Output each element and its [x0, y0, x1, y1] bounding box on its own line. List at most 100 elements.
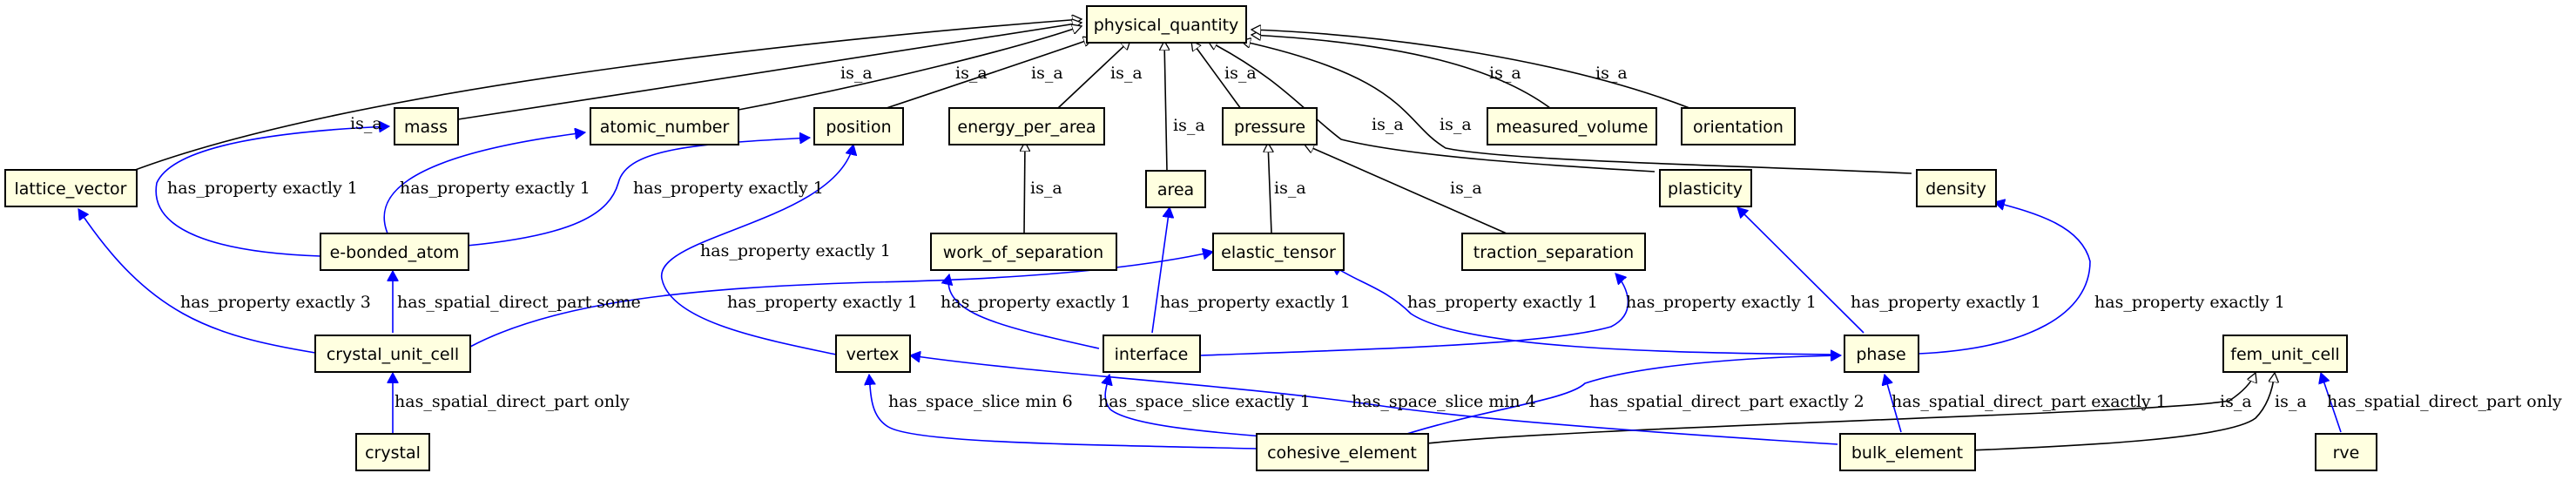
label-phase-density: has_property exactly 1: [2094, 293, 2285, 312]
node-label: measured_volume: [1496, 118, 1649, 137]
node-label: cohesive_element: [1267, 443, 1417, 463]
edge-phase-elastic: [1332, 264, 1838, 355]
edge-mass-isa: [457, 23, 1082, 120]
node-vertex[interactable]: vertex: [835, 335, 911, 373]
node-label: fem_unit_cell: [2230, 345, 2339, 364]
edge-atomic-number-isa: [738, 26, 1082, 111]
node-mass[interactable]: mass: [394, 107, 459, 145]
edge-phase-plasticity: [1737, 207, 1865, 334]
edge-elastic-tensor-isa: [1268, 143, 1271, 234]
label-cohesive-fem-isa: is_a: [2220, 392, 2252, 411]
node-energy-per-area[interactable]: energy_per_area: [948, 107, 1105, 145]
label-elastic-isa: is_a: [1274, 179, 1306, 198]
node-label: pressure: [1234, 118, 1305, 137]
label-energy-isa: is_a: [1110, 64, 1143, 83]
node-label: physical_quantity: [1094, 16, 1239, 35]
label-orientation-isa: is_a: [1595, 64, 1628, 83]
label-density-isa: is_a: [1440, 115, 1472, 134]
edge-cohesive-phase: [1393, 355, 1841, 439]
label-cohesive-phase: has_spatial_direct_part exactly 2: [1589, 392, 1865, 411]
node-fem-unit-cell[interactable]: fem_unit_cell: [2222, 335, 2348, 373]
node-label: e-bonded_atom: [330, 243, 460, 262]
label-pressure-isa: is_a: [1224, 64, 1257, 83]
edge-bulk-fem-isa: [1945, 373, 2275, 452]
label-position-isa: is_a: [1031, 64, 1063, 83]
node-label: crystal: [365, 443, 421, 463]
label-cuc-elastic: has_property exactly 1: [727, 293, 918, 312]
nodes: physical_quantity lattice_vector mass at…: [4, 5, 2377, 471]
node-bulk-element[interactable]: bulk_element: [1839, 433, 1976, 471]
node-orientation[interactable]: orientation: [1681, 107, 1796, 145]
node-label: bulk_element: [1851, 443, 1963, 463]
node-label: crystal_unit_cell: [327, 345, 459, 364]
label-cuc-lattice: has_property exactly 3: [180, 293, 371, 312]
edge-work-of-separation-isa: [1024, 142, 1025, 234]
edge-energy-per-area-isa: [1057, 40, 1130, 109]
edge-labels: is_a is_a is_a is_a is_a is_a is_a is_a …: [167, 64, 2562, 411]
edge-interface-traction: [1200, 274, 1629, 356]
node-label: lattice_vector: [14, 179, 126, 199]
node-pressure[interactable]: pressure: [1222, 107, 1318, 145]
node-phase[interactable]: phase: [1844, 335, 1919, 373]
edge-phase-density: [1918, 202, 2091, 355]
node-elastic-tensor[interactable]: elastic_tensor: [1212, 233, 1345, 271]
label-bulk-fem-isa: is_a: [2275, 392, 2307, 411]
edge-density-isa: [1241, 41, 1912, 174]
edge-ebonded-mass: [155, 126, 389, 257]
label-interface-work: has_property exactly 1: [941, 293, 1131, 312]
label-vertex-position: has_property exactly 1: [700, 241, 891, 260]
edge-measured-volume-isa: [1251, 35, 1551, 109]
node-cohesive-element[interactable]: cohesive_element: [1256, 433, 1429, 471]
node-label: energy_per_area: [957, 118, 1096, 137]
node-label: traction_separation: [1473, 243, 1634, 262]
isa-edges: [130, 19, 2275, 452]
node-lattice-vector[interactable]: lattice_vector: [4, 169, 138, 207]
node-label: phase: [1856, 345, 1905, 364]
label-ebonded-atomic: has_property exactly 1: [400, 179, 590, 198]
node-label: mass: [404, 118, 448, 137]
node-density[interactable]: density: [1916, 169, 1997, 207]
node-physical-quantity[interactable]: physical_quantity: [1086, 5, 1247, 44]
edge-rve-fem: [2321, 373, 2342, 433]
edge-vertex-position: [661, 145, 853, 355]
node-traction-separation[interactable]: traction_separation: [1461, 233, 1646, 271]
label-traction-isa: is_a: [1450, 179, 1482, 198]
edge-lattice-vector-isa: [130, 19, 1082, 172]
node-label: orientation: [1693, 118, 1784, 137]
node-label: vertex: [846, 345, 900, 364]
label-interface-traction: has_property exactly 1: [1626, 293, 1817, 312]
label-phase-plasticity: has_property exactly 1: [1851, 293, 2041, 312]
node-label: area: [1157, 180, 1194, 199]
node-atomic-number[interactable]: atomic_number: [590, 107, 739, 145]
node-work-of-separation[interactable]: work_of_separation: [930, 233, 1117, 271]
edge-bulk-phase: [1885, 375, 1902, 433]
edge-plasticity-isa: [1208, 41, 1656, 172]
node-e-bonded-atom[interactable]: e-bonded_atom: [320, 233, 469, 271]
label-work-isa: is_a: [1030, 179, 1062, 198]
label-rve-fem: has_spatial_direct_part only: [2327, 392, 2562, 411]
node-interface[interactable]: interface: [1103, 335, 1201, 373]
label-ebonded-position: has_property exactly 1: [633, 179, 824, 198]
node-measured-volume[interactable]: measured_volume: [1487, 107, 1657, 145]
edge-ebonded-atomic: [383, 132, 585, 234]
node-area[interactable]: area: [1145, 170, 1206, 208]
node-label: position: [826, 118, 891, 137]
label-phase-elastic: has_property exactly 1: [1407, 293, 1598, 312]
node-position[interactable]: position: [813, 107, 904, 145]
label-cuc-ebonded: has_spatial_direct_part some: [397, 293, 641, 312]
node-plasticity[interactable]: plasticity: [1659, 169, 1752, 207]
label-bulk-vertex: has_space_slice min 4: [1352, 392, 1536, 411]
node-crystal[interactable]: crystal: [355, 433, 430, 471]
node-label: plasticity: [1668, 179, 1743, 199]
edge-interface-work: [948, 274, 1100, 349]
edge-cuc-elastic: [469, 252, 1213, 348]
node-label: work_of_separation: [943, 243, 1103, 262]
node-rve[interactable]: rve: [2315, 433, 2377, 471]
edge-bulk-vertex: [910, 355, 1838, 445]
node-label: elastic_tensor: [1221, 243, 1336, 262]
node-label: atomic_number: [600, 118, 730, 137]
node-crystal-unit-cell[interactable]: crystal_unit_cell: [314, 335, 471, 373]
node-label: density: [1925, 179, 1986, 199]
label-cohesive-vertex: has_space_slice min 6: [888, 392, 1073, 411]
